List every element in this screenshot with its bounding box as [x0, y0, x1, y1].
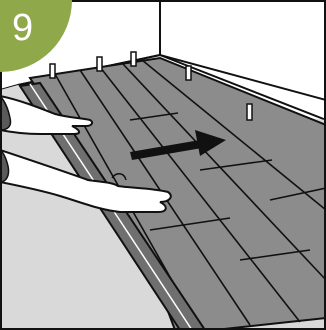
- step-number: 9: [12, 6, 33, 50]
